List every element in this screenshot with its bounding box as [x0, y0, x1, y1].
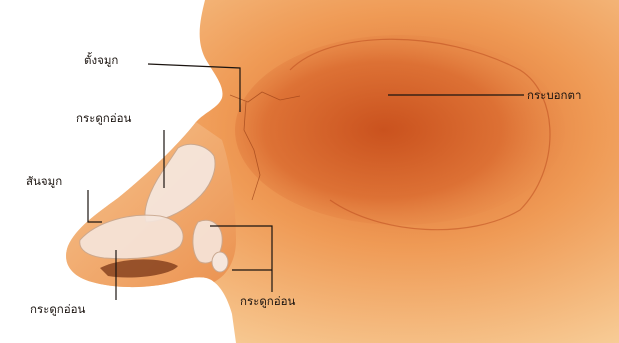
- label-nasal-bridge: ตั้งจมูก: [84, 55, 118, 67]
- label-side-cartilage: กระดูกอ่อน: [240, 296, 295, 308]
- label-eye-orbit: กระบอกตา: [527, 90, 581, 102]
- label-upper-cartilage: กระดูกอ่อน: [76, 113, 131, 125]
- accessory-cartilage: [212, 252, 228, 272]
- label-nose-tip: สันจมูก: [26, 176, 62, 188]
- eye-orbit-shading: [235, 35, 565, 225]
- label-lower-cartilage: กระดูกอ่อน: [30, 304, 85, 316]
